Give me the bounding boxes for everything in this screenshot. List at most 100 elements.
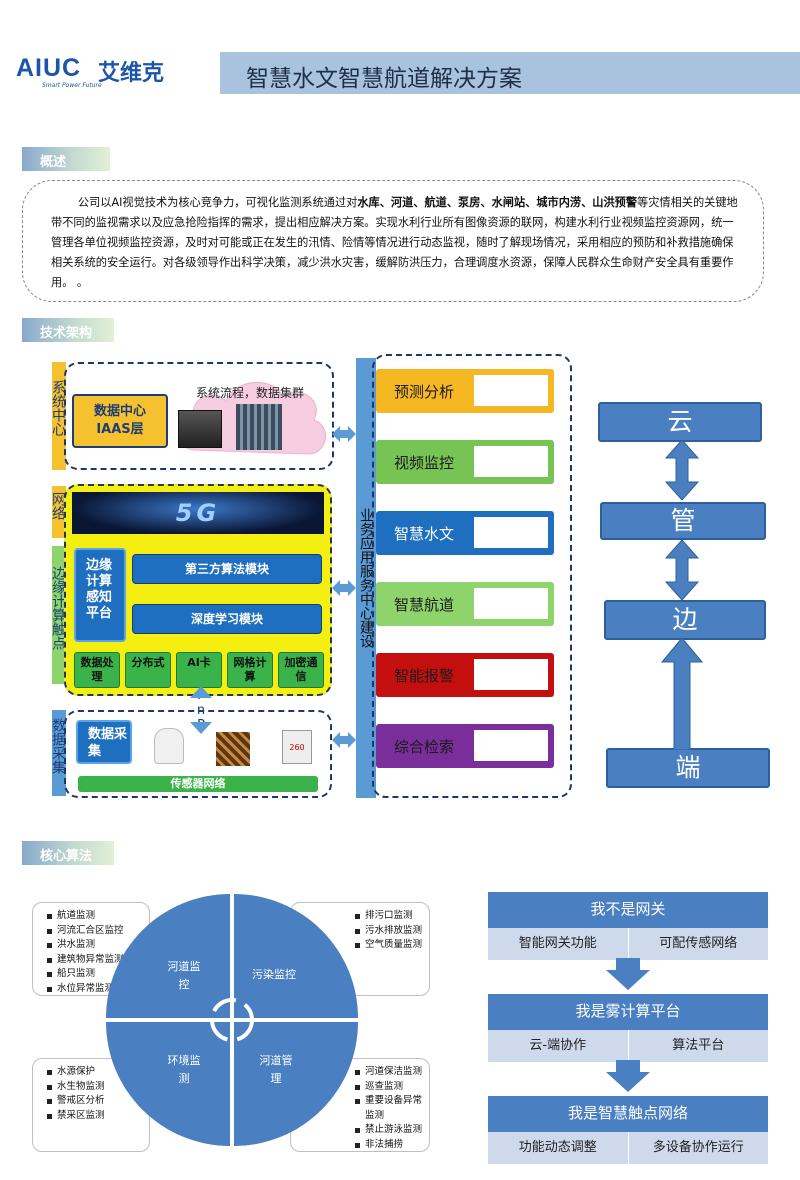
algo-list-item: 水生物监测 (47, 1080, 149, 1095)
apps-box (372, 354, 572, 798)
blue-bar (52, 710, 66, 796)
data-collect-block: 数据采集 (76, 720, 132, 764)
algo-list-item: 水位异常监测 (47, 982, 149, 997)
fog-subs-0: 智能网关功能可配传感网络 (488, 928, 768, 960)
edge-module-2: AI卡 (176, 652, 222, 688)
fog-sub-item: 算法平台 (672, 1038, 725, 1053)
app-module-field (474, 588, 548, 619)
overview-text: 公司以AI视觉技术为核心竞争力，可视化监测系统通过对水库、河道、航道、泵房、水闸… (22, 180, 764, 302)
algo-list-item: 禁采区监测 (47, 1109, 149, 1124)
edge-platform-block: 边缘计算感知平台 (74, 548, 126, 642)
algo-list-item: 巡查监测 (355, 1080, 429, 1095)
algo-list-item: 禁止游泳监测 (355, 1123, 429, 1138)
app-module-label: 预测分析 (394, 383, 455, 401)
fog-sub-item: 可配传感网络 (659, 936, 738, 951)
app-module-label: 智慧水文 (394, 525, 455, 543)
stack-layer-2: 边 (604, 600, 766, 640)
overview-text-part1: 公司以AI视觉技术为核心竞争力，可视化监测系统通过对 (77, 196, 358, 209)
stack-layer-1: 管 (600, 502, 766, 540)
edge-module-1: 分布式 (125, 652, 171, 688)
yellow-bar (52, 486, 66, 538)
service-center-bar: 业务应用服务中心建设 (356, 358, 376, 798)
pnp-arrow-icon (190, 686, 212, 698)
app-module-4[interactable]: 智能报警 (376, 653, 554, 697)
green-bar (52, 546, 66, 684)
app-module-label: 视频监控 (394, 454, 455, 472)
vertical-double-arrow-icon (664, 540, 700, 600)
edge-module-4: 加密通信 (278, 652, 324, 688)
stack-layer-3: 端 (606, 748, 770, 788)
data-collect-box: 数据采集 260 传感器网络 (64, 710, 332, 798)
data-collect-label: 数据采集 (88, 727, 128, 759)
app-module-field (474, 730, 548, 761)
sensor-network-bar: 传感器网络 (78, 776, 318, 792)
logo-brand-cn: 艾维克 (98, 61, 165, 86)
app-module-label: 智慧航道 (394, 596, 455, 614)
yellow-bar (52, 362, 66, 470)
camera-icon (154, 728, 184, 764)
algo-list-item: 洪水监测 (47, 938, 149, 953)
app-module-field (474, 517, 548, 548)
5g-banner: 5G (72, 492, 324, 534)
5g-banner-text: 5G (175, 499, 221, 527)
third-party-label: 第三方算法模块 (184, 562, 269, 576)
algo-list-item: 排污口监测 (355, 909, 429, 924)
fog-title-2: 我是智慧触点网络 (488, 1096, 768, 1132)
edge-module-3: 网格计算 (227, 652, 273, 688)
sensor-display-icon: 260 (282, 730, 312, 764)
fog-sub-item: 功能动态调整 (488, 1132, 629, 1164)
fog-title-1: 我是雾计算平台 (488, 994, 768, 1030)
overview-text-bold: 水库、河道、航道、泵房、水闸站、城市内涝、山洪预警 (357, 196, 638, 209)
down-arrow-icon (606, 958, 650, 990)
company-logo: AIUC 艾维克 Smart Power Future (16, 54, 176, 90)
algo-list-item: 警戒区分析 (47, 1094, 149, 1109)
sensor-network-label: 传感器网络 (170, 777, 226, 790)
algo-list-item: 航道监测 (47, 909, 149, 924)
quad-label-river-manage: 河道管理 (259, 1054, 293, 1085)
overview-text-part2: 等灾情相关的关键地带不同的监视需求以及应急抢险指挥的需求，提出相应解决方案。实现… (51, 196, 738, 289)
section-tag-overview: 概述 (22, 147, 110, 171)
app-module-1[interactable]: 视频监控 (376, 440, 554, 484)
server-rack-icon (236, 404, 282, 450)
down-arrow-icon (606, 1060, 650, 1092)
fog-sub-item: 云-端协作 (488, 1030, 629, 1062)
app-module-5[interactable]: 综合检索 (376, 724, 554, 768)
section-tag-architecture: 技术架构 (22, 318, 114, 342)
app-module-0[interactable]: 预测分析 (376, 369, 554, 413)
algo-list-item: 船只监测 (47, 967, 149, 982)
deep-learning-label: 深度学习模块 (190, 612, 263, 626)
pnp-arrow-down-icon (190, 722, 212, 734)
algo-list-item: 建筑物异常监测 (47, 953, 149, 968)
up-arrow-icon (660, 638, 704, 750)
vertical-double-arrow-icon (664, 440, 700, 500)
data-center-label: 数据中心 IAAS层 (93, 404, 146, 437)
algo-list-item: 非法捕捞 (355, 1138, 429, 1153)
label-system-center: 系统中心 (50, 380, 66, 436)
sensor-device-icon (216, 732, 250, 766)
app-module-2[interactable]: 智慧水文 (376, 511, 554, 555)
fog-subs-2: 功能动态调整 多设备协作运行 (488, 1132, 768, 1164)
core-quadrant-wheel (106, 894, 358, 1146)
fog-title-0: 我不是网关 (488, 892, 768, 928)
page-title: 智慧水文智慧航道解决方案 (246, 66, 522, 92)
double-arrow-icon (332, 426, 356, 442)
app-module-3[interactable]: 智慧航道 (376, 582, 554, 626)
quad-label-environment: 环境监测 (167, 1054, 201, 1085)
label-data-collect: 数据采集 (50, 718, 66, 774)
deep-learning-module: 深度学习模块 (132, 604, 322, 634)
logo-brand: AIUC (16, 54, 82, 82)
algo-list-item: 河道保洁监测 (355, 1065, 429, 1080)
double-arrow-icon (332, 732, 356, 748)
fog-subs-1: 云-端协作 算法平台 (488, 1030, 768, 1062)
service-center-label: 业务应用服务中心建设 (358, 508, 374, 648)
quad-label-pollution: 污染监控 (252, 968, 296, 981)
system-center-box: 数据中心 IAAS层 系统流程，数据集群 (64, 362, 334, 470)
fog-sub-item: 多设备协作运行 (652, 1140, 744, 1155)
edge-module-0: 数据处理 (74, 652, 120, 688)
section-tag-core: 核心算法 (22, 841, 114, 865)
edge-platform-label: 边缘计算感知平台 (86, 558, 113, 621)
app-module-field (474, 375, 548, 406)
app-module-label: 综合检索 (394, 738, 455, 756)
algo-list-item: 河流汇合区监控 (47, 924, 149, 939)
